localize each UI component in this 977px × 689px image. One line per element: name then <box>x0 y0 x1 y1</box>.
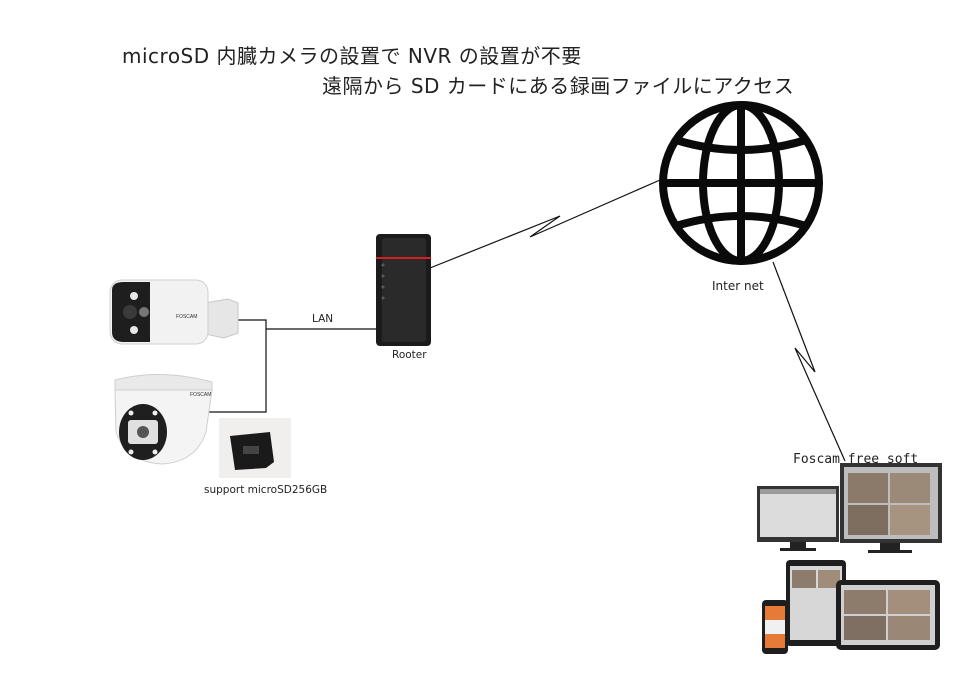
globe-icon <box>659 101 823 265</box>
multi-device-screens-icon <box>757 463 942 654</box>
dome-camera-logo: FOSCAM <box>190 392 211 398</box>
heading-line-2: 遠隔から SD カードにある録画ファイルにアクセス <box>322 74 795 98</box>
lan-line-dome <box>205 329 267 413</box>
router-to-internet-link <box>429 179 661 269</box>
bullet-camera-logo: FOSCAM <box>176 314 197 320</box>
lan-line-bullet <box>228 319 376 330</box>
internet-to-devices-link <box>772 261 846 462</box>
dome-camera-icon: FOSCAM <box>114 374 213 465</box>
microsd-card-icon <box>219 418 291 478</box>
router-label: Rooter <box>392 349 427 361</box>
connection-lines <box>205 179 846 462</box>
lan-label: LAN <box>312 313 334 325</box>
internet-label: Inter net <box>712 279 764 293</box>
bullet-camera-icon: FOSCAM <box>109 279 239 345</box>
foscam-soft-label: Foscam free soft <box>793 452 919 467</box>
heading-line-1: microSD 内臓カメラの設置で NVR の設置が不要 <box>122 44 582 68</box>
router-icon <box>376 234 431 346</box>
sd-support-label: support microSD256GB <box>204 484 328 496</box>
